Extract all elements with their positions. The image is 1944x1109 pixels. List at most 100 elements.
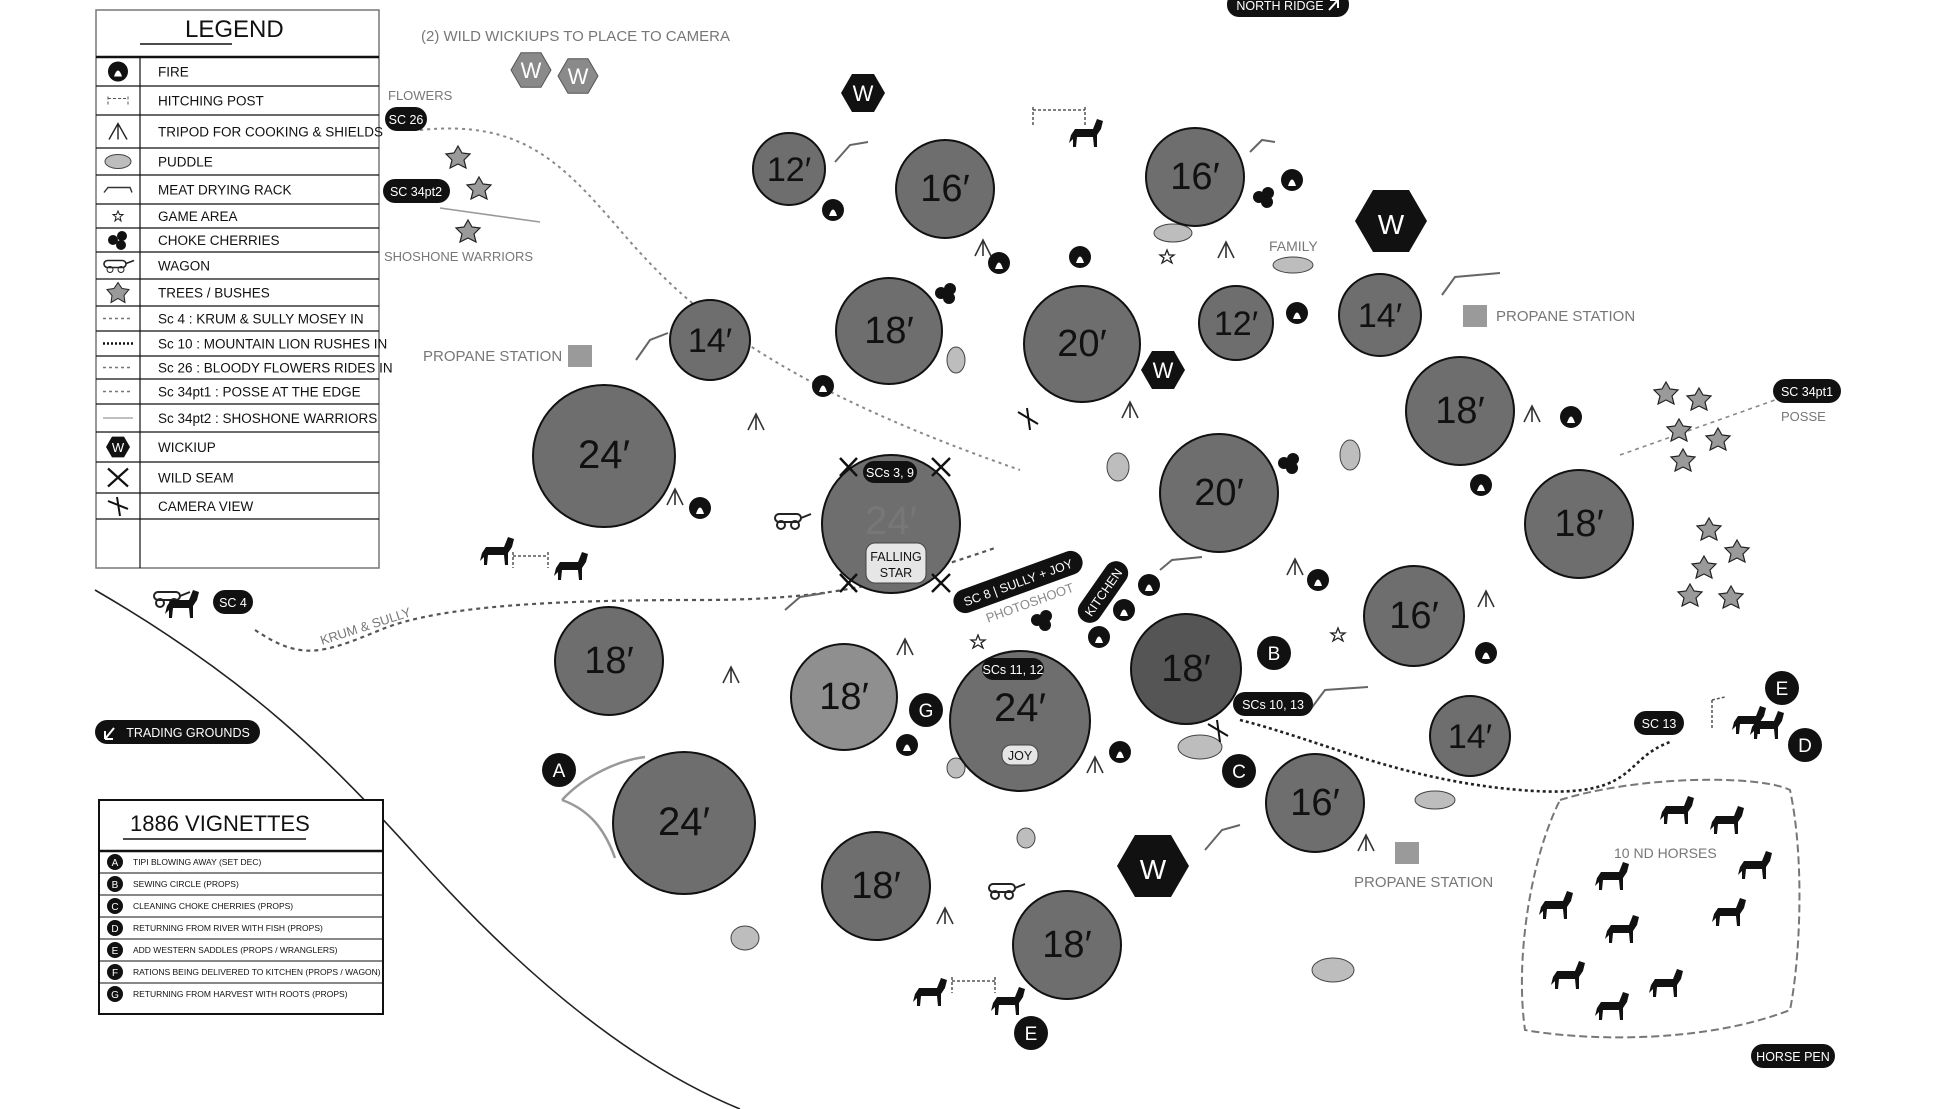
tripod-icon	[747, 412, 765, 431]
wickiup-icon: W	[106, 436, 130, 458]
fire-icon	[1088, 626, 1110, 648]
tipi: 24′	[949, 650, 1091, 792]
legend-row: Sc 10 : MOUNTAIN LION RUSHES IN	[103, 337, 387, 352]
vignette-marker-a: A	[542, 753, 576, 787]
meat-drying-rack-icon	[1309, 686, 1369, 711]
vignette-letter-badge	[107, 898, 123, 914]
choke-cherries-icon	[1278, 453, 1299, 474]
tripod-icon	[1217, 240, 1235, 259]
puddle-icon	[1177, 734, 1223, 760]
vignette-letter: C	[111, 902, 118, 913]
horse-icon	[1551, 961, 1585, 989]
terrain-lines	[94, 127, 1801, 1109]
vignette-marker-letter: B	[1268, 644, 1281, 665]
wild-seam-icon	[839, 457, 951, 593]
tripod-icon	[666, 487, 684, 506]
wickiup-letter: W	[853, 81, 874, 106]
fire-icon	[1138, 574, 1160, 596]
legend-row: TREES / BUSHES	[106, 281, 270, 304]
puddles	[730, 223, 1456, 983]
vignette-label: RETURNING FROM RIVER WITH FISH (PROPS)	[133, 923, 323, 933]
puddle-icon	[1339, 439, 1361, 471]
sc4-pill-label: SC 4	[219, 596, 247, 610]
propane-bottom-note: PROPANE STATION	[1354, 874, 1493, 891]
sc39-pill-label: SCs 3, 9	[866, 466, 914, 480]
tipi-circle	[752, 132, 826, 206]
tipi-circle	[669, 299, 751, 381]
tipi-size-label: 18′	[819, 676, 868, 718]
vignette-marker-d: D	[1788, 728, 1822, 762]
fire-icon	[822, 199, 844, 221]
vignette-label: SEWING CIRCLE (PROPS)	[133, 879, 239, 889]
legend-row: Sc 26 : BLOODY FLOWERS RIDES IN	[103, 361, 393, 376]
sc1013-pill	[1233, 692, 1313, 716]
puddle-icon	[1153, 223, 1193, 243]
legend-row: Sc 34pt2 : SHOSHONE WARRIORS	[103, 411, 377, 426]
wild-seam-icon	[107, 467, 129, 488]
wild-wickiup-icon: W	[557, 58, 599, 94]
puddle-icon	[1414, 790, 1456, 810]
tipi-size-label: 16′	[1170, 156, 1219, 198]
tree-bush-icon	[1717, 584, 1745, 610]
tree-bush-icon	[454, 218, 482, 244]
tipi-circle	[1012, 890, 1122, 1000]
tipi: 16′	[1265, 753, 1365, 853]
legend-row: PUDDLE	[104, 154, 213, 170]
legend-row: HITCHING POST	[107, 94, 264, 109]
vignette-label: RATIONS BEING DELIVERED TO KITCHEN (PROP…	[133, 967, 381, 977]
fire-icon	[108, 61, 128, 82]
tipi-circle	[1198, 285, 1274, 361]
choke-cherries-icon	[108, 231, 127, 250]
tipi-size-label: 20′	[1194, 472, 1243, 514]
horse-pen-pill-label: HORSE PEN	[1756, 1050, 1830, 1064]
puddle-icon	[1016, 827, 1036, 849]
vignette-marker-c: C	[1222, 754, 1256, 788]
tipi-circle	[949, 650, 1091, 792]
propane-right-note: PROPANE STATION	[1496, 308, 1635, 325]
puddle-icon	[946, 757, 966, 779]
tipi-circle	[835, 277, 943, 385]
meat-drying-rack-icon	[635, 332, 669, 361]
wickiup-letter: W	[568, 64, 589, 89]
north-ridge-pill-label: NORTH RIDGE	[1236, 0, 1323, 13]
horse-icon	[913, 978, 947, 1006]
wickiup-icon: W	[1117, 835, 1189, 897]
legend-label: Sc 34pt1 : POSSE AT THE EDGE	[158, 385, 361, 400]
tipi: 18′	[821, 831, 931, 941]
tree-bush-icon	[465, 175, 493, 201]
tree-bush-icon	[1685, 386, 1713, 412]
sc1013-pill-label: SCs 10, 13	[1242, 698, 1304, 712]
tipi-size-label: 18′	[1161, 648, 1210, 690]
sc10-path	[1239, 718, 1671, 793]
tipi-circle	[1363, 565, 1465, 667]
road-edge-line	[94, 589, 741, 1109]
vignette-label: ADD WESTERN SADDLES (PROPS / WRANGLERS)	[133, 945, 338, 955]
trees-bushes-icon	[106, 281, 130, 304]
sc26-pill	[385, 107, 427, 131]
tipi: 14′	[669, 299, 751, 381]
legend-row: Sc 4 : KRUM & SULLY MOSEY IN	[103, 312, 364, 327]
legend-label: HITCHING POST	[158, 94, 264, 109]
puddle-icon	[730, 925, 760, 951]
horse-icon	[554, 552, 588, 580]
joy-tag-label: JOY	[1008, 749, 1033, 763]
vignette-marker-letter: E	[1025, 1024, 1038, 1045]
tipi-size-label: 18′	[584, 640, 633, 682]
tipi: 14′	[1429, 695, 1511, 777]
tipi-size-label: 24′	[994, 686, 1046, 730]
puddle-icon	[1311, 957, 1355, 983]
legend-label: Sc 26 : BLOODY FLOWERS RIDES IN	[158, 361, 393, 376]
family-note: FAMILY	[1269, 238, 1318, 254]
tripod-icon	[974, 238, 992, 257]
horse-icon	[991, 987, 1025, 1015]
tipi-circle	[532, 384, 676, 528]
fires	[689, 169, 1582, 763]
vignette-marker-letter: D	[1798, 736, 1812, 757]
tipi: 20′	[1023, 285, 1141, 403]
fire-icon	[1475, 642, 1497, 664]
